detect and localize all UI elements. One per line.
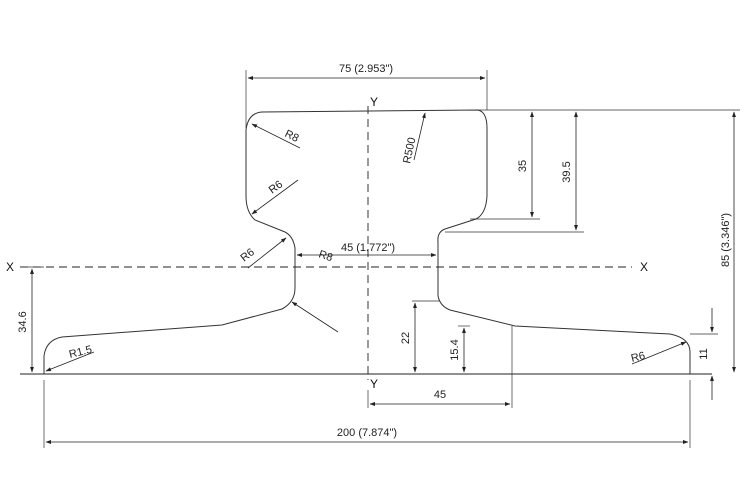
- dim-base-half-text: 45: [434, 389, 446, 401]
- dim-22-text: 22: [400, 332, 412, 344]
- dim-total-height-text: 85 (3.346"): [720, 213, 732, 267]
- radius-r500-leader: [413, 112, 426, 161]
- radius-r1-5-leader: [45, 351, 95, 372]
- radius-r500-text: R500: [401, 136, 418, 164]
- extension-lines: [20, 70, 740, 448]
- radius-r8-head-text: R8: [283, 128, 301, 145]
- radius-r6-head-text: R6: [267, 178, 285, 196]
- radius-r6-neck-leader: [247, 237, 287, 269]
- radius-r1-5-text: R1.5: [68, 344, 93, 361]
- dim-15-4-text: 15.4: [449, 339, 461, 360]
- x-axis-label-right: X: [640, 260, 648, 274]
- radius-r8-web-leader: [291, 301, 339, 333]
- radius-r8-web-text: R8: [317, 248, 334, 264]
- dim-web-width-text: 45 (1.772"): [341, 242, 395, 254]
- dim-11-text: 11: [698, 348, 710, 359]
- dim-35-text: 35: [517, 160, 529, 172]
- dim-head-width-text: 75 (2.953"): [339, 63, 393, 75]
- radius-r8-head-leader: [251, 123, 301, 149]
- dim-base-width-text: 200 (7.874"): [337, 427, 397, 439]
- radius-r6-base-text: R6: [630, 350, 647, 365]
- radius-r6-neck-text: R6: [238, 246, 256, 264]
- radius-r6-base-leader: [631, 341, 687, 365]
- x-axis-label-left: X: [6, 260, 14, 274]
- radius-r6-head-leader: [251, 179, 299, 215]
- y-axis-label-top: Y: [370, 95, 378, 109]
- y-axis-label-bottom: Y: [370, 377, 378, 391]
- dim-39-5-text: 39.5: [561, 161, 573, 182]
- dim-34-6-text: 34.6: [17, 311, 29, 332]
